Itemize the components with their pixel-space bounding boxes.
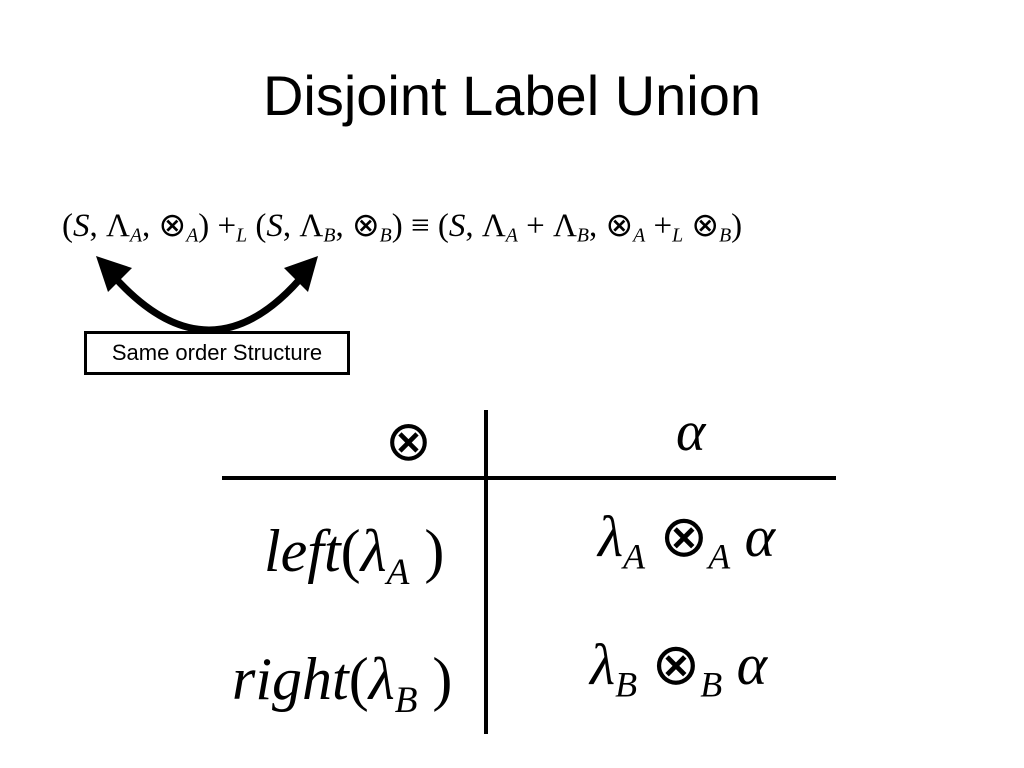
formula-sub-b-2: B bbox=[379, 224, 392, 247]
val-otimes-sub-a: A bbox=[708, 536, 731, 577]
fn-left: left bbox=[264, 518, 341, 584]
formula-lambda-a: Λ bbox=[106, 208, 130, 244]
arrow-head-right-icon bbox=[284, 256, 318, 292]
val-alpha-b: α bbox=[736, 632, 768, 697]
formula-otimes-a-2: ⊗ bbox=[605, 208, 634, 244]
arg-sub-b: B bbox=[394, 680, 418, 722]
fn-right: right bbox=[232, 646, 349, 712]
formula-sub-b-3: B bbox=[576, 224, 590, 247]
val-lambda-sub-b: B bbox=[615, 664, 638, 705]
formula-set-s-2: S bbox=[266, 208, 283, 244]
formula-set-s-1: S bbox=[73, 208, 90, 244]
arrow-head-left-icon bbox=[96, 256, 132, 292]
same-order-structure-box: Same order Structure bbox=[84, 331, 350, 375]
union-formula: (S, ΛA, ⊗A) +L (S, ΛB, ⊗B) ≡ (S, ΛA + ΛB… bbox=[62, 208, 743, 247]
formula-otimes-b-2: ⊗ bbox=[691, 208, 720, 244]
table-row-left-label: left(λA ) bbox=[264, 518, 445, 594]
slide-title: Disjoint Label Union bbox=[262, 64, 762, 127]
formula-plus: + bbox=[526, 208, 545, 244]
formula-sub-b-4: B bbox=[719, 224, 732, 247]
formula-lambda-b-2: Λ bbox=[552, 208, 577, 244]
formula-otimes-b-1: ⊗ bbox=[351, 208, 380, 244]
formula-sub-a-2: A bbox=[186, 224, 199, 247]
table-header-operator: ⊗ bbox=[385, 411, 432, 473]
formula-sub-l-1: L bbox=[236, 224, 248, 247]
val-otimes-b: ⊗ bbox=[651, 632, 701, 697]
val-alpha-a: α bbox=[744, 504, 776, 569]
formula-lambda-a-2: Λ bbox=[481, 208, 506, 244]
formula-sub-a-3: A bbox=[505, 224, 518, 247]
table-header-alpha: α bbox=[676, 401, 706, 463]
table-row-left-value: λA ⊗A α bbox=[598, 502, 776, 575]
formula-equiv: ≡ bbox=[410, 208, 430, 244]
formula-paren-open-1: ( bbox=[62, 208, 73, 244]
formula-sub-a-1: A bbox=[129, 224, 143, 247]
formula-plus-l-1: + bbox=[217, 208, 237, 244]
val-lambda-sub-a: A bbox=[623, 536, 646, 577]
formula-sub-a-4: A bbox=[633, 224, 646, 247]
val-lambda-a: λ bbox=[598, 504, 624, 569]
val-otimes-a: ⊗ bbox=[659, 504, 709, 569]
table-row-right-value: λB ⊗B α bbox=[590, 630, 768, 703]
formula-set-s-3: S bbox=[448, 208, 466, 244]
formula-sub-l-2: L bbox=[672, 224, 684, 247]
arg-lambda-b: λ bbox=[368, 646, 395, 712]
table-row-right-label: right(λB ) bbox=[232, 646, 453, 722]
arg-sub-a: A bbox=[386, 552, 410, 594]
curved-arrow-path bbox=[106, 268, 310, 334]
formula-sub-b-1: B bbox=[323, 224, 336, 247]
val-otimes-sub-b: B bbox=[700, 664, 723, 705]
formula-plus-l-2: + bbox=[653, 208, 673, 244]
arg-lambda-a: λ bbox=[360, 518, 387, 584]
formula-otimes-a-1: ⊗ bbox=[158, 208, 187, 244]
same-order-structure-label: Same order Structure bbox=[111, 340, 323, 365]
formula-lambda-b: Λ bbox=[299, 208, 324, 244]
val-lambda-b: λ bbox=[590, 632, 616, 697]
